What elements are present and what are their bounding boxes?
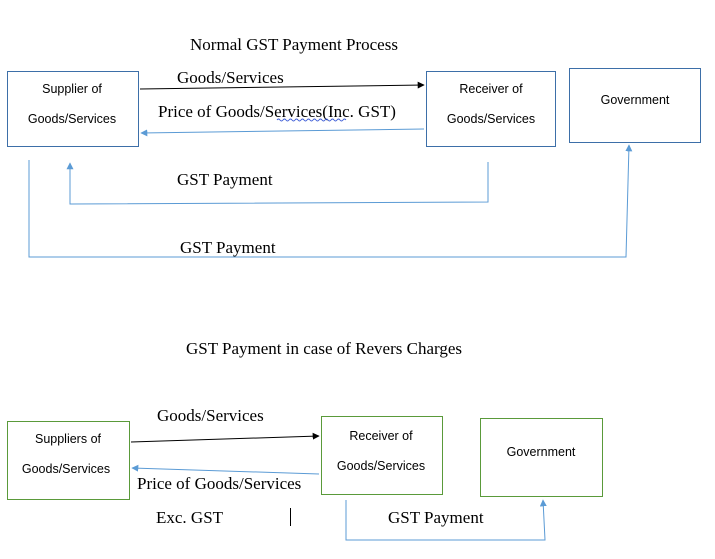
normal-supplier-line2: Goods/Services [28, 112, 116, 126]
reverse-price-label: Price of Goods/Services [137, 474, 301, 493]
normal-gst-supplier-to-government [28, 144, 633, 258]
reverse-supplier-line1: Suppliers of [35, 432, 102, 446]
reverse-gst-receiver-to-government [345, 499, 547, 541]
normal-title: Normal GST Payment Process [190, 35, 398, 54]
normal-government-box: Government [569, 68, 701, 143]
reverse-receiver-line1: Receiver of [349, 429, 413, 443]
reverse-gst-payment: GST Payment [388, 508, 484, 527]
reverse-receiver-box: Receiver of Goods/Services [321, 416, 443, 495]
spellcheck-underline [276, 118, 347, 122]
reverse-goods-label: Goods/Services [157, 406, 264, 425]
normal-receiver-box: Receiver of Goods/Services [426, 71, 556, 147]
normal-price-label: Price of Goods/Services(Inc. GST) [158, 102, 396, 121]
reverse-title: GST Payment in case of Revers Charges [186, 339, 462, 358]
normal-receiver-line1: Receiver of [459, 82, 523, 96]
reverse-government-box: Government [480, 418, 603, 497]
normal-gst-payment-2: GST Payment [180, 238, 276, 257]
normal-supplier-line1: Supplier of [42, 82, 102, 96]
reverse-price-arrow [131, 464, 320, 475]
normal-receiver-line2: Goods/Services [447, 112, 535, 126]
reverse-government-label: Government [507, 445, 576, 459]
reverse-receiver-line2: Goods/Services [337, 459, 425, 473]
normal-supplier-box: Supplier of Goods/Services [7, 71, 139, 147]
normal-government-label: Government [601, 93, 670, 107]
normal-goods-label: Goods/Services [177, 68, 284, 87]
reverse-exc-label: Exc. GST [156, 508, 224, 527]
reverse-supplier-line2: Goods/Services [22, 462, 110, 476]
normal-gst-receiver-to-supplier [66, 162, 489, 205]
normal-price-arrow [140, 128, 425, 137]
normal-gst-payment-1: GST Payment [177, 170, 273, 189]
reverse-supplier-box: Suppliers of Goods/Services [7, 421, 130, 500]
reverse-goods-arrow [130, 432, 320, 443]
normal-goods-arrow [139, 81, 425, 90]
